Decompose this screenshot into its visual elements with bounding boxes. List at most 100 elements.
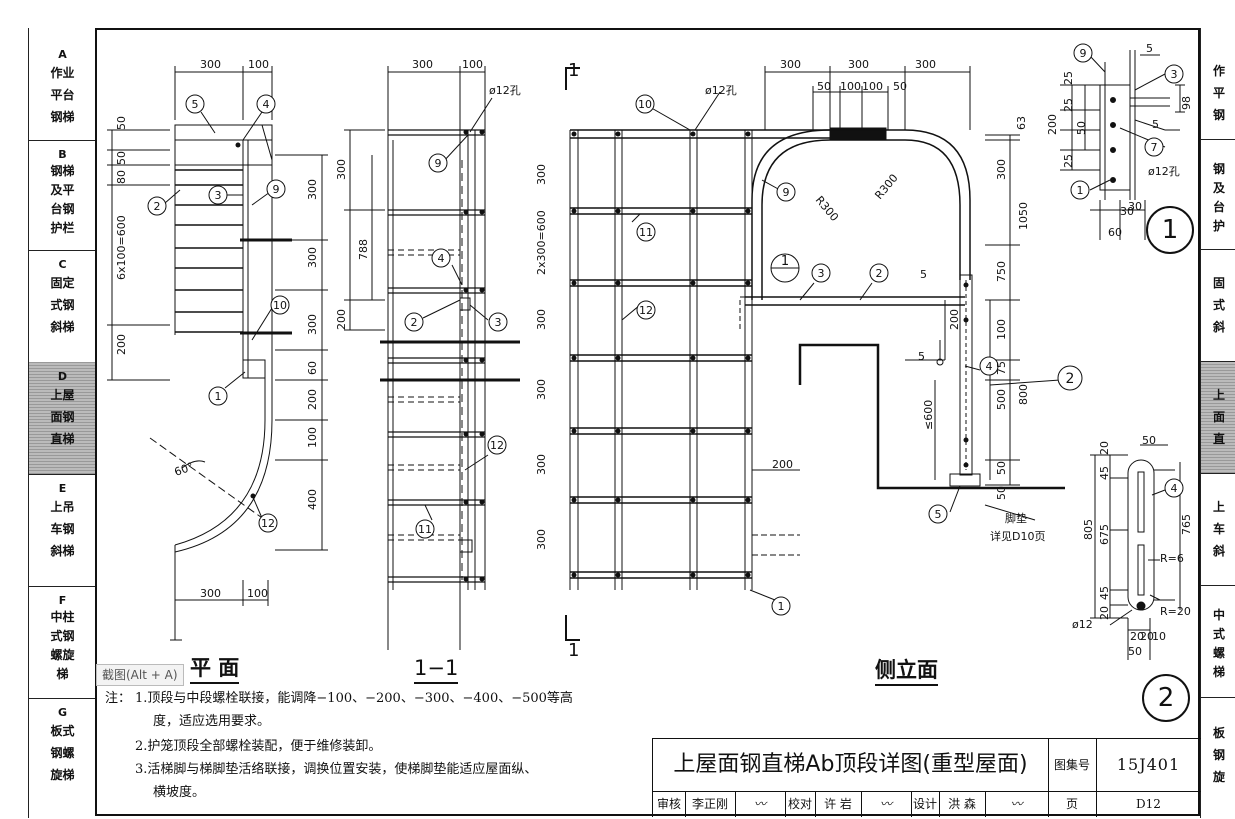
dim-side-300-c: 300	[915, 58, 936, 71]
svg-text:11: 11	[639, 226, 653, 239]
svg-text:2: 2	[1066, 371, 1075, 387]
drawing-frame	[95, 28, 1200, 816]
svg-text:4: 4	[263, 98, 270, 111]
svg-text:12: 12	[261, 517, 275, 530]
dim-side-50-b: 50	[893, 80, 907, 93]
dim-plan-200-a: 200	[115, 334, 128, 355]
dim-d2-20-c: 20	[1098, 441, 1111, 455]
svg-text:10: 10	[638, 98, 652, 111]
dim-sec-300-a: 300	[335, 159, 348, 180]
label-hole-side: ø12孔	[705, 84, 737, 97]
svg-text:2: 2	[154, 200, 161, 213]
title-block: 上屋面钢直梯Ab顶段详图(重型屋面) 图集号 15J401 审核 李正刚 〰 校…	[652, 738, 1201, 817]
drawing-title: 上屋面钢直梯Ab顶段详图(重型屋面)	[653, 739, 1049, 792]
dim-d1-30-a: 30	[1120, 205, 1134, 218]
dim-d1-5-a: 5	[1146, 42, 1153, 55]
section-mark-bottom: 1	[568, 640, 579, 661]
dim-side-300-v3: 300	[535, 379, 548, 400]
svg-text:3: 3	[818, 267, 825, 280]
dim-plan-100-r: 100	[306, 427, 319, 448]
detail-1-drawing	[1060, 50, 1185, 240]
dim-side-300-v4: 300	[535, 454, 548, 475]
right-nav-item-b[interactable]: 钢 及 台 护	[1201, 140, 1235, 250]
right-nav-item-e[interactable]: 上 车 斜	[1201, 474, 1235, 586]
notes-prefix: 注：	[105, 691, 132, 706]
dim-side-5-b: 5	[920, 268, 927, 281]
svg-text:9: 9	[273, 183, 280, 196]
dim-plan-400: 400	[306, 489, 319, 510]
right-nav-item-a[interactable]: 作 平 钢	[1201, 40, 1235, 140]
right-nav-item-d[interactable]: 上 面 直	[1201, 362, 1235, 474]
nav-item-b[interactable]: B 钢梯 及平 台钢 护栏	[29, 140, 96, 251]
dim-sec-200: 200	[335, 309, 348, 330]
designer-name: 洪 森	[939, 791, 986, 817]
right-nav-item-f[interactable]: 中 式 螺 梯	[1201, 586, 1235, 698]
dim-d1-50: 50	[1075, 121, 1088, 135]
svg-text:2: 2	[876, 267, 883, 280]
top-margin	[0, 0, 1235, 28]
svg-text:9: 9	[435, 157, 442, 170]
dim-side-750: 750	[995, 261, 1008, 282]
dim-side-500: 500	[995, 389, 1008, 410]
nav-item-a[interactable]: A 作业 平台 钢梯	[29, 40, 96, 141]
dim-d2-10: 10	[1152, 630, 1166, 643]
right-nav-item-g[interactable]: 板 钢 旋	[1213, 726, 1226, 784]
label-rod: ø12	[1072, 618, 1093, 631]
svg-text:9: 9	[1080, 47, 1087, 60]
dim-side-300-r: 300	[995, 159, 1008, 180]
svg-text:4: 4	[986, 360, 993, 373]
note-3a: 3.活梯脚与梯脚垫活络联接，调换位置安装，使梯脚垫能适应屋面纵、	[135, 762, 538, 777]
dim-side-75: 75	[995, 361, 1008, 375]
dim-6x100: 6x100=600	[115, 215, 128, 280]
dim-d1-25-c: 25	[1062, 154, 1075, 168]
svg-text:12: 12	[639, 304, 653, 317]
right-nav-item-c[interactable]: 固 式 斜	[1201, 250, 1235, 362]
dim-side-200: 200	[772, 458, 793, 471]
dim-side-50-v2: 50	[995, 486, 1008, 500]
checker-name: 许 岩	[815, 791, 862, 817]
dim-d1-25-b: 25	[1062, 98, 1075, 112]
label-r300-a: R300	[813, 194, 841, 224]
dim-plan-60: 60	[306, 361, 319, 375]
label-r6: R=6	[1160, 552, 1184, 565]
svg-text:1: 1	[778, 600, 785, 613]
bolt-markers	[235, 129, 969, 582]
design-label: 设计	[911, 791, 940, 817]
designer-signature: 〰	[985, 791, 1049, 817]
svg-text:9: 9	[783, 186, 790, 199]
page-label: 页	[1048, 791, 1097, 817]
dim-d1-98: 98	[1180, 96, 1193, 110]
dim-side-300-v5: 300	[535, 529, 548, 550]
nav-item-g[interactable]: G 板式 钢螺 旋梯	[50, 706, 75, 782]
svg-text:3: 3	[215, 189, 222, 202]
note-1b: 度，适应选用要求。	[153, 714, 271, 729]
dim-side-300-v2: 300	[535, 309, 548, 330]
dim-d1-30-b: 30	[1128, 200, 1142, 213]
dim-d1-5-b: 5	[1152, 118, 1159, 131]
nav-item-d-active[interactable]: D 上屋 面钢 直梯	[29, 362, 96, 475]
screenshot-tooltip: 截图(Alt + A)	[96, 664, 184, 686]
dim-d1-60: 60	[1108, 226, 1122, 239]
dim-sec-788: 788	[357, 239, 370, 260]
svg-text:1: 1	[781, 254, 789, 269]
svg-text:11: 11	[418, 523, 432, 536]
dim-side-100-b: 100	[862, 80, 883, 93]
svg-text:4: 4	[438, 252, 445, 265]
dim-side-100-a: 100	[840, 80, 861, 93]
nav-item-e[interactable]: E 上吊 车钢 斜梯	[29, 474, 96, 587]
nav-item-f[interactable]: F 中柱 式钢 螺旋 梯	[29, 586, 96, 699]
dim-side-600: ≤600	[922, 400, 935, 430]
dim-plan-300-r3: 300	[306, 314, 319, 335]
label-angle: 60°	[173, 460, 196, 479]
detail-1-marker: 1	[1146, 206, 1194, 254]
svg-text:10: 10	[273, 299, 287, 312]
dim-side-800: 800	[1017, 384, 1030, 405]
reviewer-name: 李正刚	[685, 791, 736, 817]
dim-d2-20-b: 20	[1140, 630, 1154, 643]
dim-d2-20-d: 20	[1098, 606, 1111, 620]
dim-plan-200-b: 200	[306, 389, 319, 410]
plan-view-title: 平 面	[190, 652, 240, 684]
